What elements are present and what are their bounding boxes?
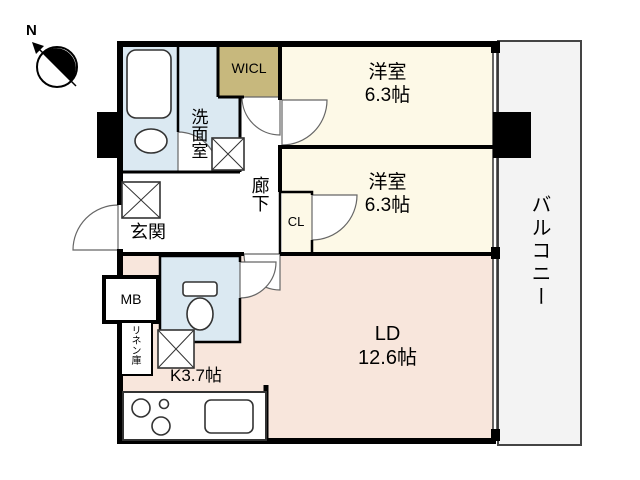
bedroom2-name: 洋室 bbox=[368, 172, 407, 193]
wicl-label: WICL bbox=[231, 60, 267, 76]
closet-label: CL bbox=[287, 214, 305, 229]
bathtub bbox=[126, 49, 172, 119]
bedroom1-door-arc bbox=[281, 99, 328, 146]
washbasin bbox=[134, 128, 168, 154]
living-dining-label: LD 12.6帖 bbox=[282, 322, 493, 370]
meter-box-label: MB bbox=[120, 291, 142, 307]
bedroom2-label: 洋室 6.3帖 bbox=[282, 172, 493, 218]
balcony-floor bbox=[498, 41, 581, 445]
compass-needle bbox=[35, 45, 77, 87]
kitchen-counter bbox=[122, 391, 267, 441]
kitchen-sink bbox=[204, 399, 254, 434]
compass bbox=[32, 42, 78, 88]
bedroom1-size: 6.3帖 bbox=[364, 84, 411, 106]
compass-dark-half bbox=[42, 48, 76, 82]
linen-closet-box bbox=[120, 321, 153, 376]
stove-burner-1 bbox=[131, 398, 151, 418]
compass-arrowhead bbox=[32, 42, 44, 54]
kitchen-label: K3.7帖 bbox=[170, 366, 222, 385]
balcony-label: バルコニー bbox=[528, 194, 550, 309]
entrance-label: 玄関 bbox=[130, 222, 166, 242]
bedroom1-name: 洋室 bbox=[368, 62, 407, 83]
bedroom1-label: 洋室 6.3帖 bbox=[282, 62, 493, 108]
washing-machine-pan bbox=[211, 137, 245, 171]
living-dining-name: LD bbox=[374, 323, 401, 345]
wall-stub-right-top bbox=[491, 41, 500, 53]
wall-stub-right-middle bbox=[491, 247, 500, 259]
wicl-door-arc bbox=[241, 96, 281, 136]
bedroom2-size: 6.3帖 bbox=[364, 194, 411, 216]
meter-box bbox=[102, 275, 160, 324]
bedroom1-floor bbox=[282, 44, 493, 147]
stove-burner-3 bbox=[158, 398, 170, 410]
entrance-step-box bbox=[121, 181, 161, 219]
linen-closet-label: リネン庫 bbox=[129, 325, 140, 365]
wicl-floor bbox=[218, 44, 280, 97]
wall-stub-right-bottom bbox=[491, 429, 500, 441]
refrigerator-space bbox=[157, 329, 195, 369]
north-label: N bbox=[26, 22, 37, 39]
toilet-door-arc bbox=[239, 261, 277, 299]
entrance-door-arc bbox=[72, 204, 119, 251]
toilet bbox=[182, 281, 218, 331]
balcony-railing bbox=[497, 40, 582, 446]
bedroom2-door-arc bbox=[311, 194, 358, 241]
pipe-shaft-left bbox=[97, 112, 121, 158]
stove-burner-2 bbox=[151, 416, 171, 436]
wall-closet bbox=[278, 190, 314, 254]
living-dining-size: 12.6帖 bbox=[358, 347, 417, 369]
corridor-label: 廊下 bbox=[249, 176, 270, 212]
pipe-shaft-right bbox=[493, 112, 531, 158]
washroom-label: 洗面室 bbox=[188, 108, 208, 159]
